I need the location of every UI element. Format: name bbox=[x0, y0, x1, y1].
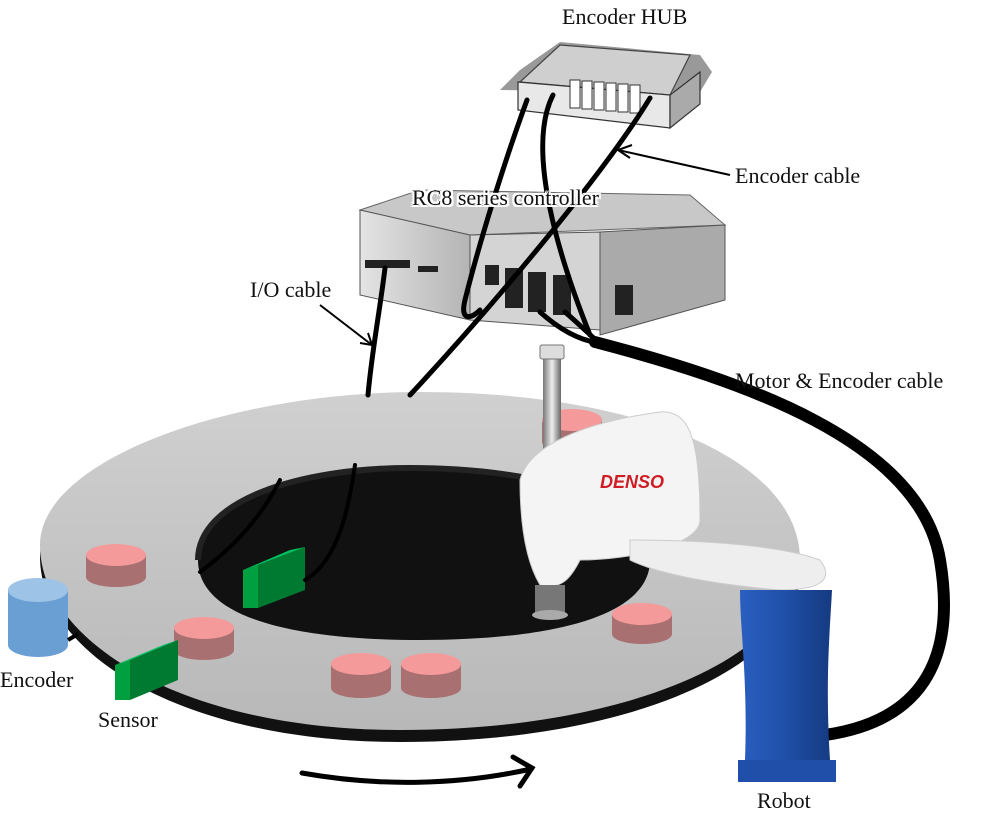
cables bbox=[198, 92, 950, 741]
inner-cable bbox=[198, 478, 282, 574]
motor-encoder-cable bbox=[589, 336, 950, 741]
encoder-cable-pointer bbox=[617, 149, 731, 176]
encoder-cable-3 bbox=[407, 95, 653, 398]
io-cable bbox=[365, 265, 388, 398]
motor-encoder-cable-label: Motor & Encoder cable bbox=[735, 368, 944, 393]
inner-sensor-icon bbox=[243, 547, 305, 608]
rc8-controller-device bbox=[358, 189, 727, 336]
sensor-icon bbox=[115, 640, 178, 700]
io-cable-label: I/O cable bbox=[250, 277, 332, 302]
encoder-icon bbox=[8, 578, 80, 657]
io-cable-pointer bbox=[319, 304, 373, 346]
robot-label: Robot bbox=[757, 788, 811, 813]
workpiece bbox=[174, 617, 234, 660]
encoder-cable-1 bbox=[461, 97, 530, 319]
workpiece bbox=[86, 544, 146, 587]
sensor-label: Sensor bbox=[98, 707, 158, 732]
encoder-hub-device bbox=[500, 42, 712, 130]
workpiece bbox=[612, 603, 672, 644]
scara-robot: DENSO bbox=[519, 344, 836, 782]
io-cable-arrowhead bbox=[359, 332, 374, 347]
encoder-cable-label: Encoder cable bbox=[735, 163, 861, 188]
encoder-hub-label: Encoder HUB bbox=[562, 4, 688, 29]
workpiece bbox=[401, 653, 461, 698]
encoder-cable-2 bbox=[540, 92, 593, 338]
workpiece bbox=[331, 653, 391, 698]
controller-label: RC8 series controller bbox=[412, 185, 599, 210]
sensor-io-cable bbox=[303, 463, 357, 582]
encoder-cable-arrowhead bbox=[615, 144, 633, 159]
denso-logo: DENSO bbox=[600, 472, 664, 492]
rotation-direction-arrow bbox=[299, 754, 536, 789]
encoder-label: Encoder bbox=[0, 667, 74, 692]
